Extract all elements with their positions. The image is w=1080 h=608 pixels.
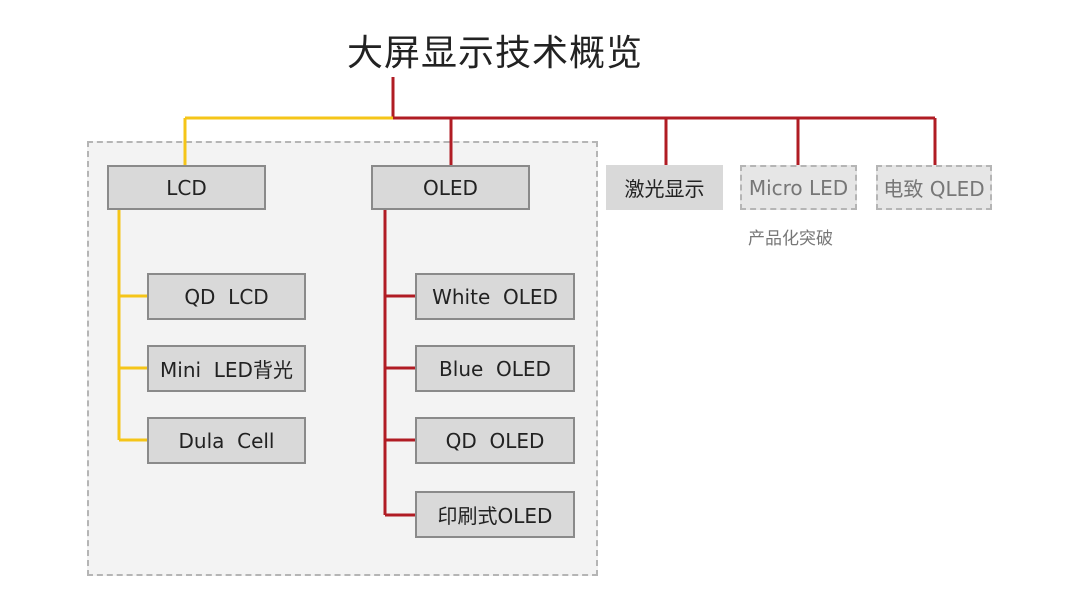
micro-led-node: Micro LED [740,165,857,210]
oled-node: OLED [371,165,530,210]
micro-led-note: 产品化突破 [748,229,833,249]
oled-child-blue-oled: Blue OLED [415,345,575,392]
oled-child-printed-oled: 印刷式OLED [415,491,575,538]
lcd-child-dula-cell: Dula Cell [147,417,306,464]
lcd-node: LCD [107,165,266,210]
lcd-child-mini-led: Mini LED背光 [147,345,306,392]
diagram-title: 大屏显示技术概览 [346,33,643,74]
laser-display-node: 激光显示 [606,165,723,210]
oled-child-white-oled: White OLED [415,273,575,320]
lcd-child-qd-lcd: QD LCD [147,273,306,320]
qled-node: 电致 QLED [876,165,992,210]
oled-child-qd-oled: QD OLED [415,417,575,464]
